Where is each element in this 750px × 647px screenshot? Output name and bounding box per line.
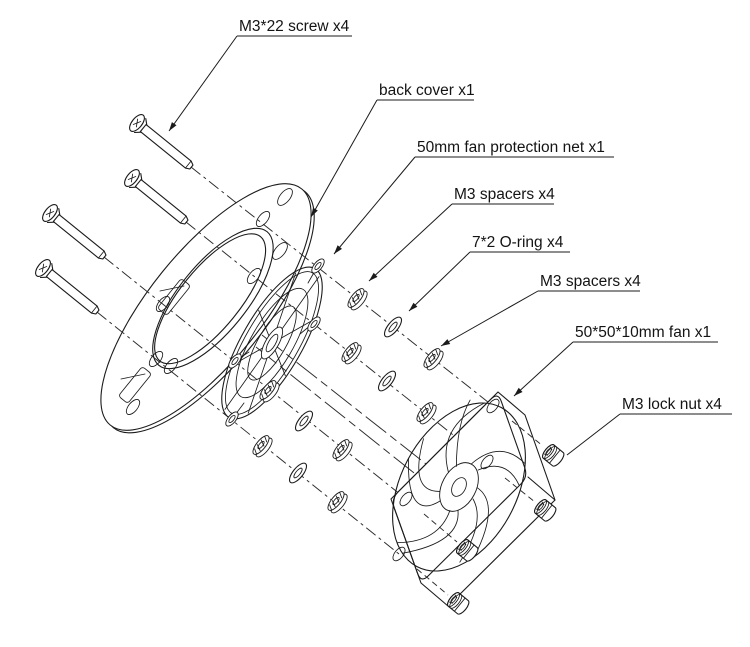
leader-arrowhead [441, 339, 451, 346]
fan [390, 391, 556, 607]
leader-arrowhead [514, 387, 523, 396]
o-ring [288, 462, 308, 484]
m3-spacers-rear [327, 348, 444, 514]
screw [35, 259, 100, 315]
callout-spacers-front: M3 spacers x4 [368, 186, 555, 282]
callout-back-cover: back cover x1 [310, 82, 475, 218]
callout-screw: M3*22 screw x4 [168, 18, 352, 132]
o-ring [377, 370, 397, 392]
label-lock-nut: M3 lock nut x4 [622, 396, 722, 413]
label-spacers-front: M3 spacers x4 [454, 186, 555, 203]
lock-nut [534, 499, 557, 522]
screw [42, 204, 107, 260]
axis-line-1 [190, 166, 494, 407]
spacer [332, 439, 353, 462]
fan-corner-holes [392, 398, 500, 562]
axis-line-4 [96, 311, 400, 555]
lock-nut [542, 444, 565, 467]
spacer [252, 435, 273, 458]
fan-protection-net [221, 258, 325, 427]
spacer [341, 342, 362, 365]
m3-spacers-front [252, 288, 368, 458]
leader-arrowhead [409, 302, 418, 311]
axis-line-3 [103, 256, 407, 500]
callout-fan-net: 50mm fan protection net x1 [333, 139, 614, 255]
callout-lock-nut: M3 lock nut x4 [566, 396, 732, 456]
o-ring [383, 316, 403, 338]
label-screw: M3*22 screw x4 [239, 18, 350, 35]
leader-arrowhead [369, 272, 378, 281]
assembly-axis-lines [96, 166, 494, 555]
leader-arrowhead [334, 245, 342, 254]
m3-lock-nuts [447, 444, 565, 615]
spacer [416, 402, 437, 425]
screw [124, 169, 189, 225]
spacer [327, 491, 348, 514]
screw [129, 114, 194, 170]
callout-fan: 50*50*10mm fan x1 [513, 324, 718, 397]
callout-o-ring: 7*2 O-ring x4 [408, 234, 570, 312]
spacer [259, 380, 280, 403]
label-back-cover: back cover x1 [379, 82, 475, 99]
callout-spacers-rear: M3 spacers x4 [440, 273, 641, 347]
fan-blades [397, 399, 526, 563]
axis-line-2 [185, 221, 488, 463]
o-ring [294, 410, 314, 432]
lock-nut [456, 539, 479, 562]
fan-to-nut-dashes [416, 420, 544, 596]
label-o-ring: 7*2 O-ring x4 [472, 234, 564, 251]
m3x22-screws [35, 114, 194, 315]
back-cover-rim-holes [125, 188, 293, 415]
fan-rotor [392, 399, 526, 572]
leader-arrowhead [311, 207, 318, 217]
leader-arrowhead [169, 122, 177, 131]
spacer [423, 348, 444, 371]
label-fan: 50*50*10mm fan x1 [575, 324, 711, 341]
label-spacers-rear: M3 spacers x4 [540, 273, 641, 290]
lock-nut [447, 592, 470, 615]
back-cover-slots [119, 279, 190, 403]
o-rings [288, 316, 403, 484]
spacer [347, 288, 368, 311]
net-mounting-ears [225, 258, 325, 427]
label-fan-net: 50mm fan protection net x1 [417, 139, 605, 156]
